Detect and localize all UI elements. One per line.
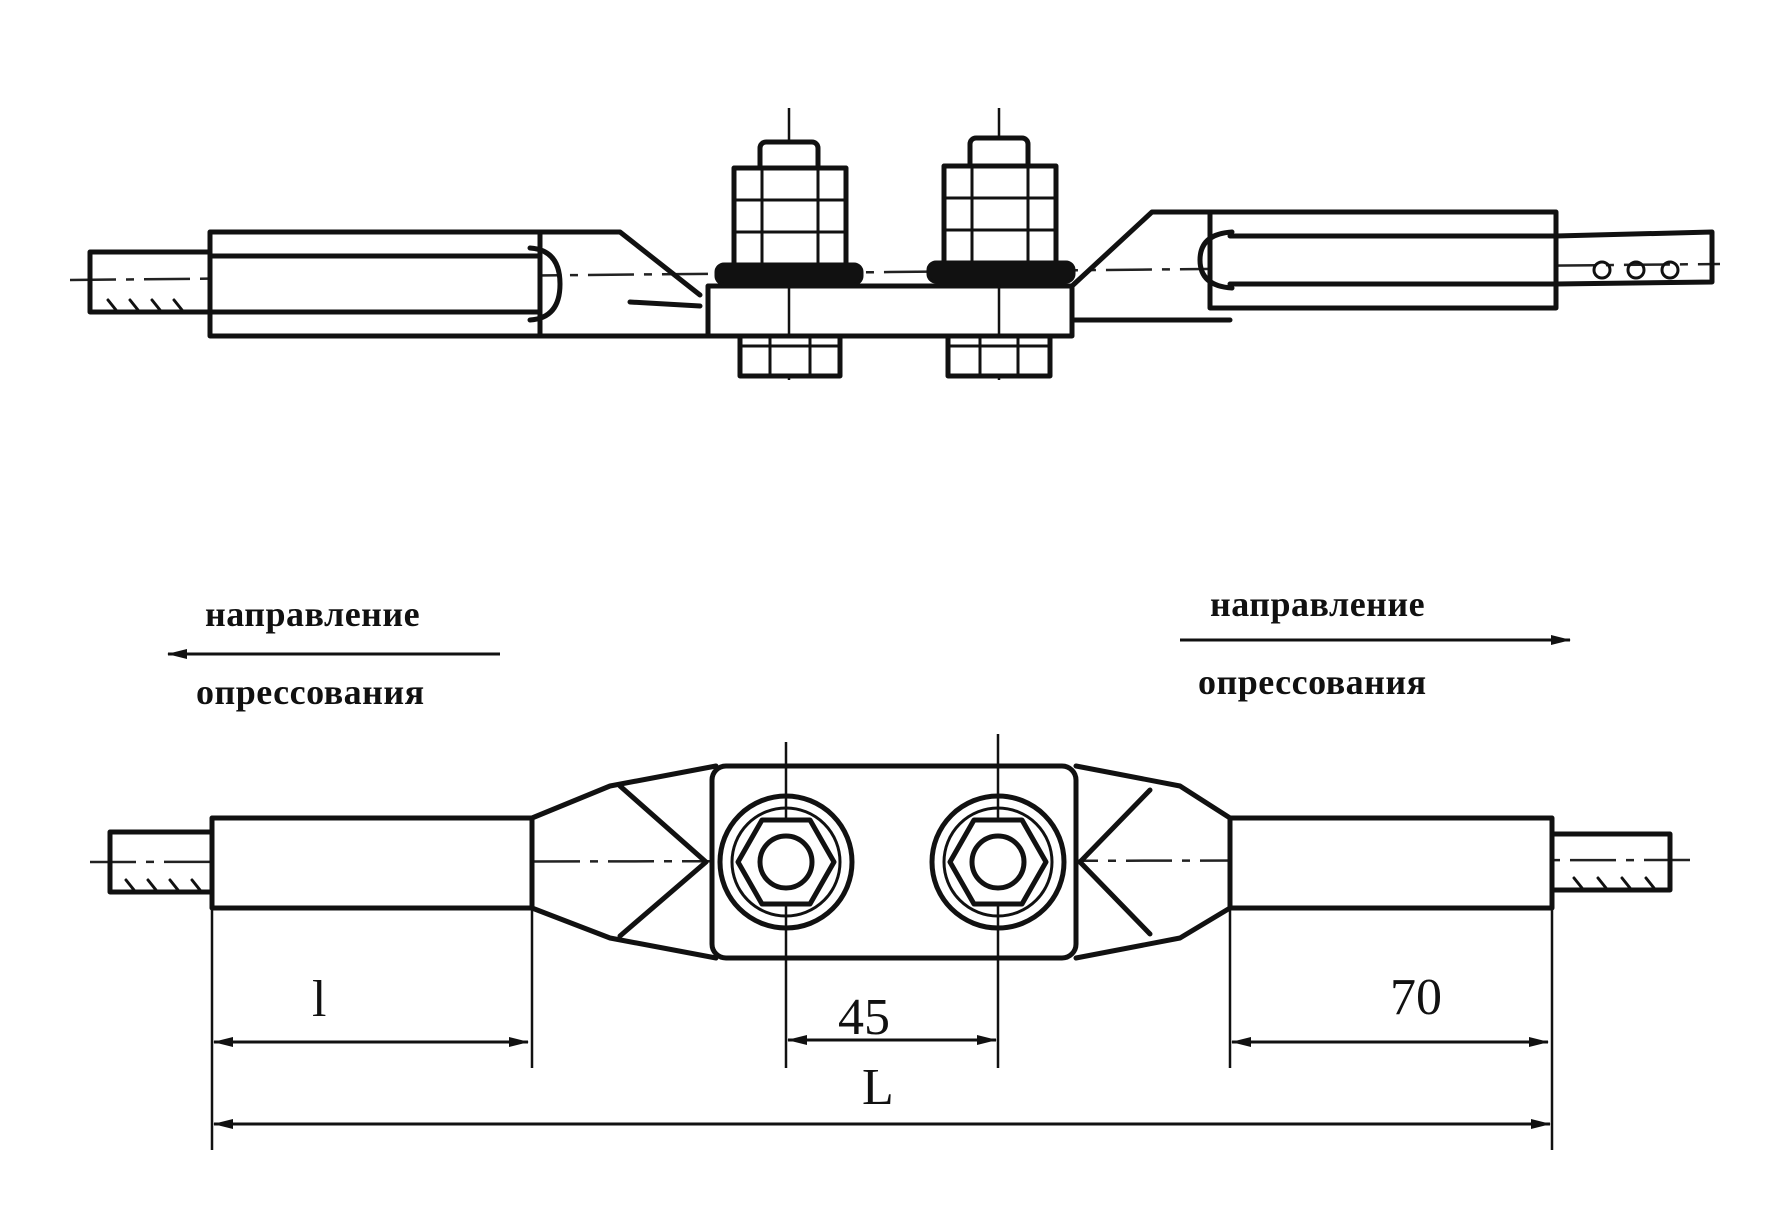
right-cable-stub — [1553, 229, 1715, 287]
plan-right-cable-stub — [1549, 831, 1673, 893]
direction-label-right: направление опрессования — [1180, 584, 1571, 702]
direction-label-left: направление опрессования — [167, 594, 500, 712]
dimension-bolt-spacing: 45 — [787, 989, 997, 1046]
plan-left-cable-stub — [107, 829, 215, 895]
right-sleeve — [1197, 209, 1559, 311]
plan-left-nut — [717, 742, 855, 1068]
direction-right-line2: опрессования — [1198, 662, 1427, 702]
direction-left-line1: направление — [205, 594, 420, 634]
plan-view — [89, 734, 1691, 1150]
dimension-sleeve-length: l — [213, 971, 529, 1047]
plan-left-transition — [529, 763, 719, 961]
plan-central-body — [709, 763, 1079, 961]
left-lug — [537, 229, 713, 339]
dimension-45-label: 45 — [838, 989, 890, 1046]
side-view — [69, 108, 1721, 380]
left-bolt-side — [714, 108, 864, 380]
direction-left-line2: опрессования — [196, 672, 425, 712]
direction-right-line1: направление — [1210, 584, 1425, 624]
dimension-L-label: L — [862, 1059, 894, 1116]
left-sleeve — [207, 229, 563, 339]
right-bolt-side — [926, 108, 1076, 380]
plan-right-sleeve — [1227, 815, 1555, 911]
dimension-overall-length: L — [213, 1059, 1551, 1129]
left-cable-stub — [87, 249, 213, 315]
dimension-l-label: l — [312, 971, 326, 1028]
plan-right-nut — [929, 734, 1067, 1068]
plan-right-transition — [1073, 763, 1233, 961]
right-lug — [1069, 209, 1233, 323]
plan-left-sleeve — [209, 815, 535, 911]
dimension-70-label: 70 — [1390, 969, 1442, 1026]
central-plate — [705, 283, 1075, 339]
dimension-right-sleeve: 70 — [1231, 969, 1549, 1047]
